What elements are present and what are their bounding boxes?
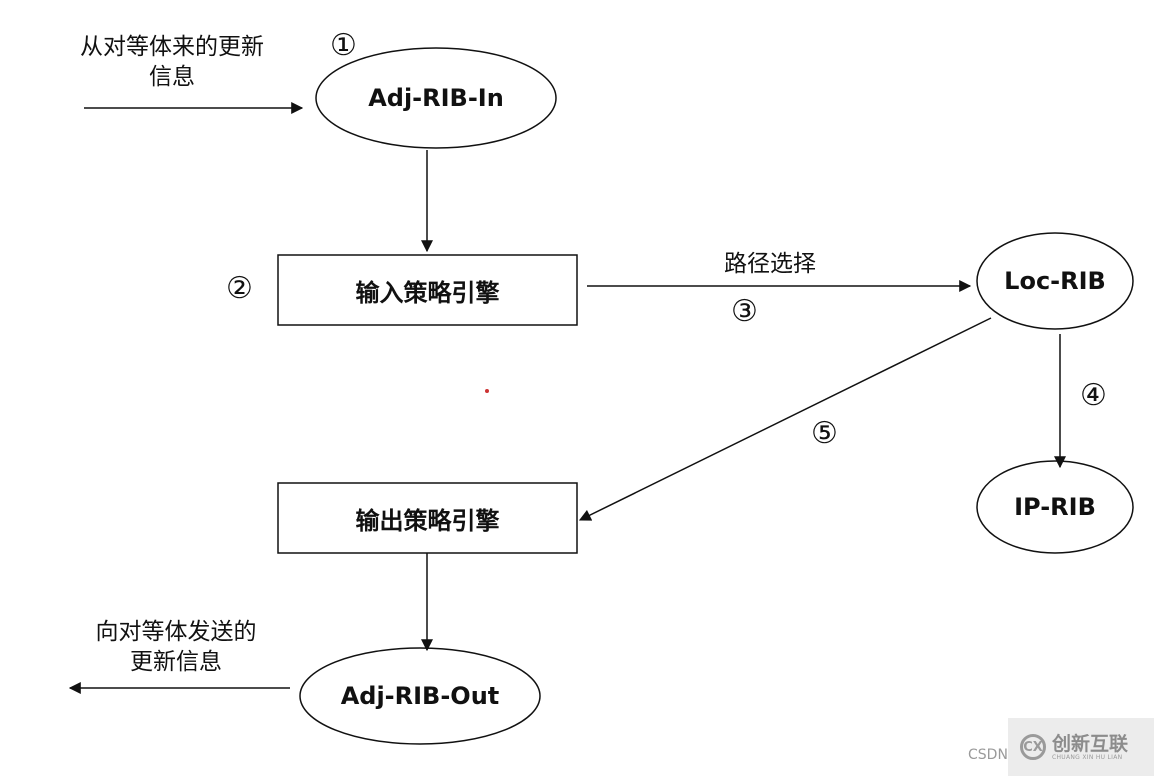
loc-rib-node (976, 232, 1134, 330)
outgoing-note-line2: 更新信息 (130, 649, 222, 675)
ip-rib-label: IP-RIB (1014, 493, 1096, 521)
step-2-marker: ② (226, 271, 253, 306)
adj-rib-in-label: Adj-RIB-In (368, 84, 504, 112)
path-selection-label: 路径选择 (724, 251, 816, 277)
step-5-marker: ⑤ (811, 416, 838, 451)
step-1-marker: ① (330, 28, 357, 63)
outgoing-update-note: 向对等体发送的 更新信息 (66, 617, 286, 677)
adj-rib-in-node (315, 47, 557, 149)
incoming-note-line2: 信息 (149, 64, 195, 90)
brand-name: 创新互联 (1052, 732, 1129, 755)
adj-rib-out-label: Adj-RIB-Out (340, 682, 500, 710)
loc-rib-label: Loc-RIB (1004, 267, 1106, 295)
csdn-watermark: CSDN (968, 747, 1008, 763)
input-policy-node (277, 254, 578, 326)
brand-text: 创新互联 CHUANG XIN HU LIAN (1052, 734, 1128, 761)
output-policy-label: 输出策略引擎 (355, 506, 500, 535)
outgoing-note-line1: 向对等体发送的 (95, 619, 257, 645)
input-policy-label: 输入策略引擎 (355, 278, 500, 307)
incoming-note-line1: 从对等体来的更新 (80, 34, 264, 60)
brand-subtitle: CHUANG XIN HU LIAN (1052, 753, 1123, 761)
incoming-update-note: 从对等体来的更新 信息 (52, 32, 292, 92)
step-4-marker: ④ (1080, 378, 1107, 413)
stray-dot (485, 389, 489, 393)
brand-watermark: CX 创新互联 CHUANG XIN HU LIAN (1008, 718, 1154, 776)
adj-rib-out-node (299, 647, 541, 745)
step-3-marker: ③ (731, 294, 758, 329)
loc-rib-to-output-policy-arrow (578, 317, 992, 521)
brand-logo-icon: CX (1020, 734, 1046, 760)
